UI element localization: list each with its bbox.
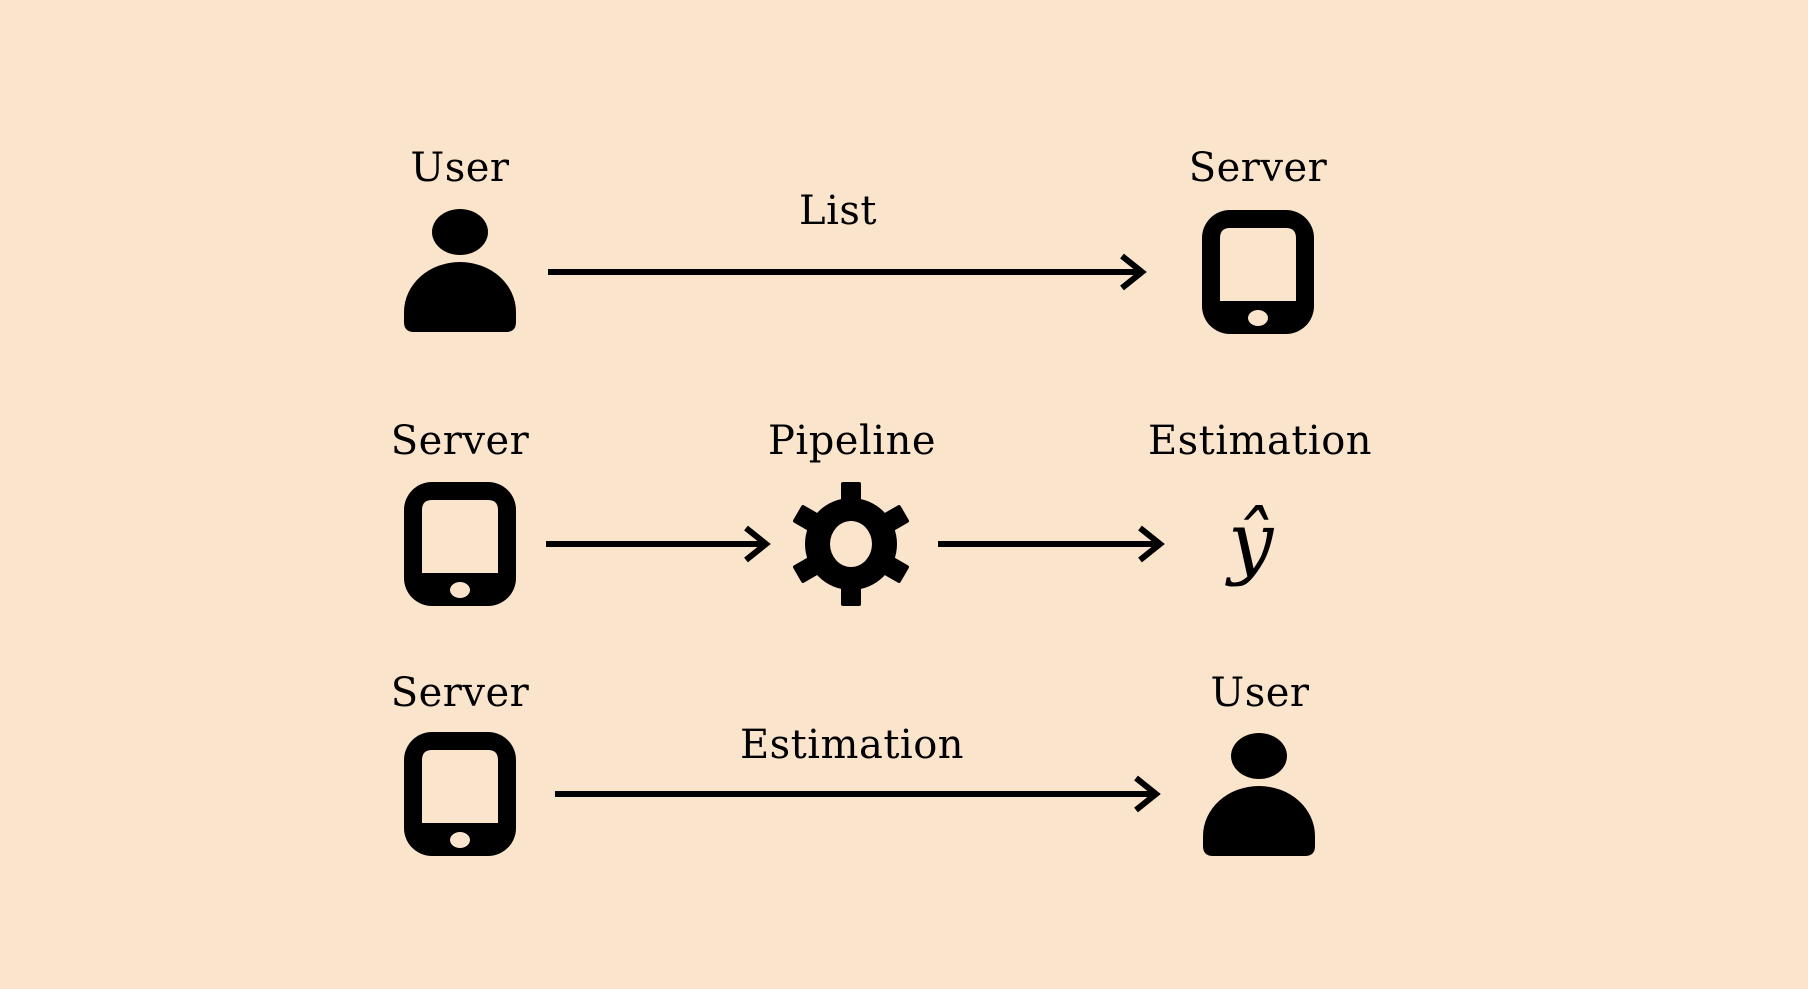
user-icon [1203,733,1315,856]
row3-source-label: Server [390,670,530,716]
row1-source-label: User [410,145,510,191]
row1-target-label: Server [1188,145,1328,191]
row2-target-label: Estimation [1147,418,1373,464]
user-icon [404,209,516,332]
arrow-right-icon [546,525,771,563]
row3-target-label: User [1210,670,1310,716]
tablet-icon [404,482,516,606]
arrow-right-icon [555,775,1161,813]
arrow-right-icon [938,525,1165,563]
row2-source-label: Server [390,418,530,464]
tablet-icon [1202,210,1314,334]
tablet-icon [404,732,516,856]
row2-middle-label: Pipeline [767,418,937,464]
y-hat-symbol: ŷ [1228,495,1274,588]
gear-icon [793,482,909,606]
arrow-right-icon [548,253,1147,291]
row1-edge-label: List [799,188,877,234]
row3-edge-label: Estimation [739,722,965,768]
